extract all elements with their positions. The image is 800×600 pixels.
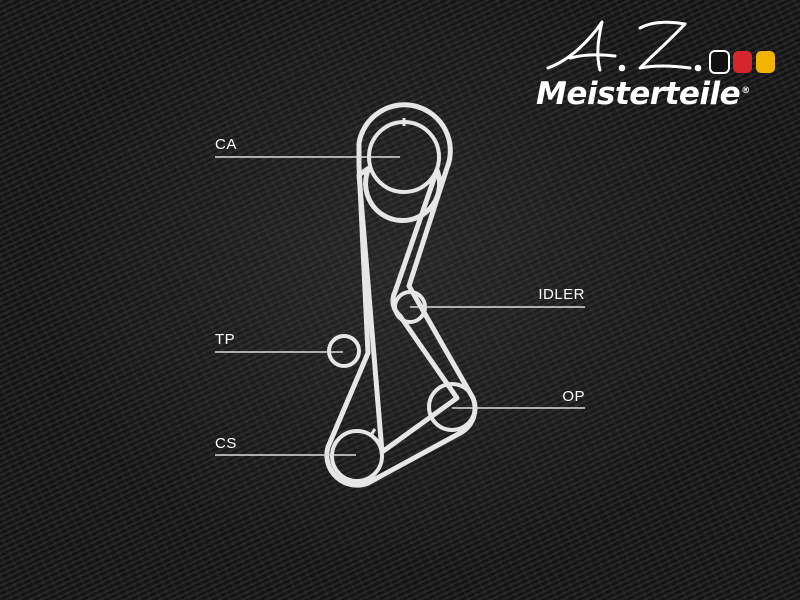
brand-logo: Meisterteile®	[530, 10, 780, 120]
label-op: OP	[562, 388, 585, 405]
label-tp: TP	[215, 331, 236, 348]
oil-pump-pulley	[427, 382, 477, 432]
label-idler: IDLER	[538, 286, 585, 303]
german-flag-icon	[709, 50, 775, 74]
crankshaft-timing-mark	[369, 428, 377, 436]
label-cs: CS	[215, 435, 237, 452]
az-script-mark	[546, 20, 702, 72]
brand-wordmark: Meisterteile®	[536, 76, 750, 112]
tensioner-pulley	[327, 334, 361, 368]
label-ca: CA	[215, 136, 237, 153]
crankshaft-pulley	[330, 429, 384, 483]
